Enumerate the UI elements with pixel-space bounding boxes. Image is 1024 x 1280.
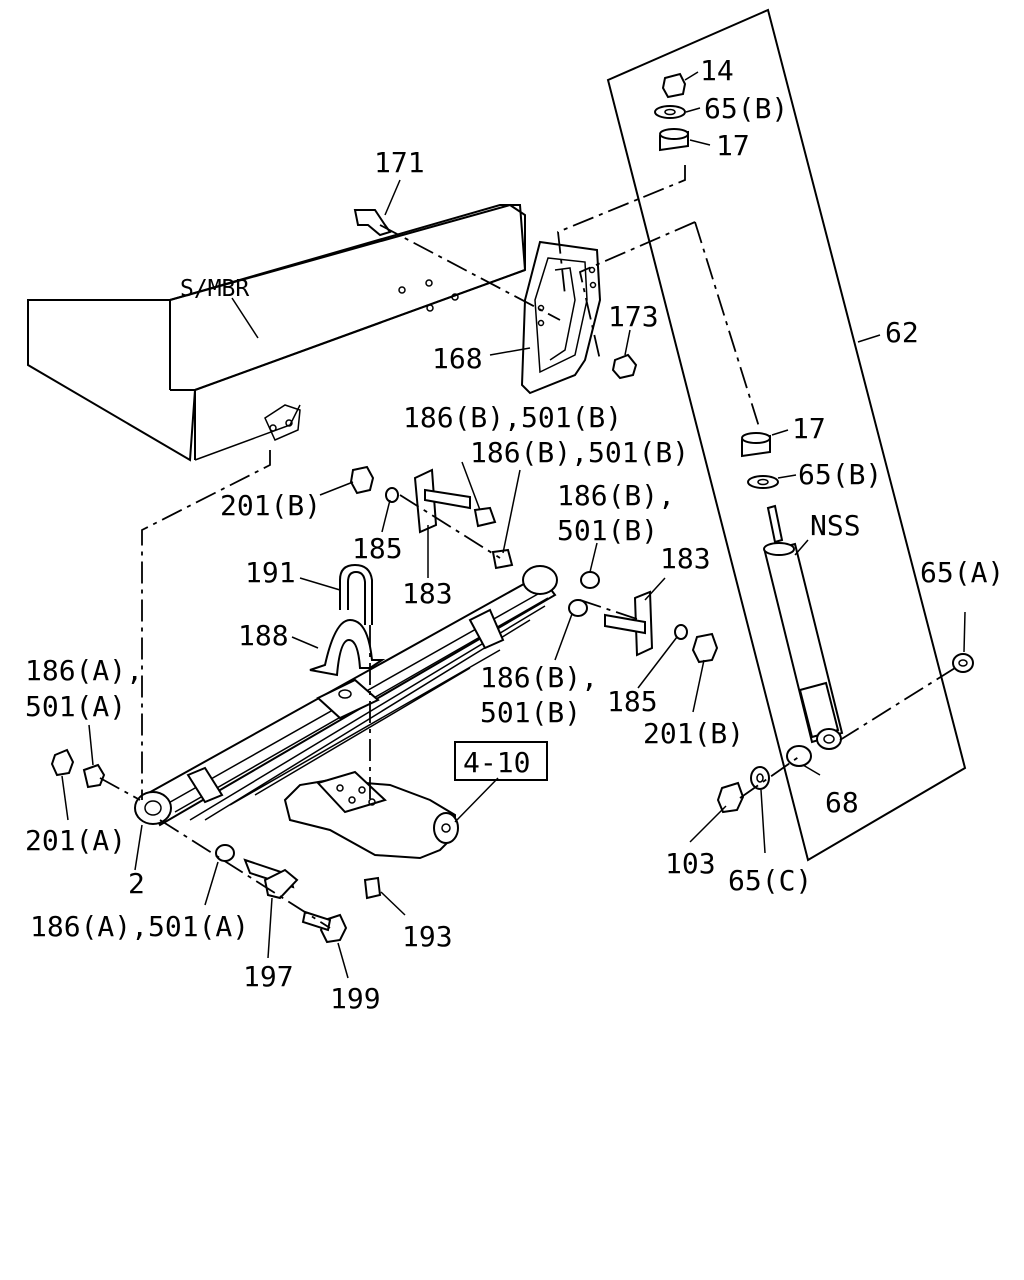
label-183-left: 183: [402, 577, 453, 610]
label-65a: 65(A): [920, 556, 1004, 589]
shackle-pin-lower: [604, 613, 646, 635]
label-168: 168: [432, 342, 483, 375]
label-199: 199: [330, 982, 381, 1015]
label-17-mid: 17: [792, 412, 826, 445]
label-65b-top: 65(B): [704, 92, 788, 125]
label-186b-501b-2: 186(B),501(B): [470, 436, 689, 469]
frame-side-member: [27, 203, 527, 462]
label-103: 103: [665, 847, 716, 880]
label-173: 173: [608, 300, 659, 333]
label-185-left: 185: [352, 532, 403, 565]
label-183-right: 183: [660, 542, 711, 575]
label-17-top: 17: [716, 129, 750, 162]
label-62: 62: [885, 316, 919, 349]
label-186a-a: 186(A),: [25, 654, 143, 687]
label-193: 193: [402, 920, 453, 953]
label-nss: NSS: [810, 509, 861, 542]
label-186b-right-a: 186(B),: [557, 479, 675, 512]
label-ref-4-10[interactable]: 4-10: [463, 746, 530, 779]
spring-seat: [309, 618, 386, 677]
label-65b-mid: 65(B): [798, 458, 882, 491]
assembly-centerlines: [99, 165, 956, 929]
label-68: 68: [825, 786, 859, 819]
label-186a-501a: 186(A),501(A): [30, 910, 249, 943]
leader-lines: [61, 71, 966, 979]
u-bolt: [339, 563, 373, 625]
axle-housing: [283, 770, 459, 860]
label-186b-low-b: 501(B): [480, 696, 581, 729]
label-185-right: 185: [607, 685, 658, 718]
label-171: 171: [374, 146, 425, 179]
label-201a: 201(A): [25, 824, 126, 857]
shock-bracket: [520, 240, 602, 395]
label-smbr: S/MBR: [180, 276, 249, 302]
shackle-pin-upper: [424, 488, 471, 510]
label-186a-b: 501(A): [25, 690, 126, 723]
label-188: 188: [238, 619, 289, 652]
shock-kit-outline: [606, 8, 967, 862]
reference-box: [454, 741, 548, 781]
label-2: 2: [128, 867, 145, 900]
label-186b-501b-1: 186(B),501(B): [403, 401, 622, 434]
label-186b-right-b: 501(B): [557, 514, 658, 547]
label-14: 14: [700, 54, 734, 87]
label-201b-left: 201(B): [220, 489, 321, 522]
label-197: 197: [243, 960, 294, 993]
label-65c: 65(C): [728, 864, 812, 897]
leaf-spring: [134, 565, 558, 827]
label-191: 191: [245, 556, 296, 589]
label-201b-right: 201(B): [643, 717, 744, 750]
shock-absorber: [763, 504, 844, 750]
label-186b-low-a: 186(B),: [480, 661, 598, 694]
